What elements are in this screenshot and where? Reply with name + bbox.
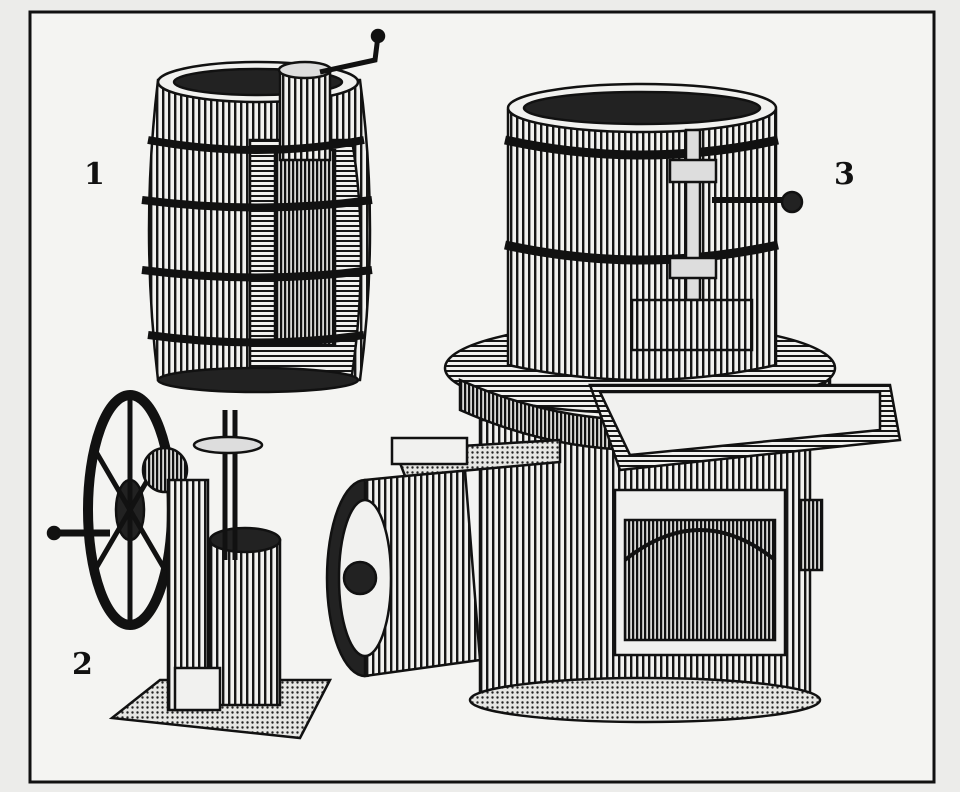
barrel-illustration bbox=[141, 28, 386, 394]
crank-churn-illustration bbox=[46, 390, 333, 740]
figure-number-1: 1 bbox=[84, 157, 105, 192]
figure-number-3: 3 bbox=[834, 157, 855, 192]
figure-number-2: 2 bbox=[72, 647, 93, 682]
geared-press-illustration bbox=[325, 82, 902, 724]
